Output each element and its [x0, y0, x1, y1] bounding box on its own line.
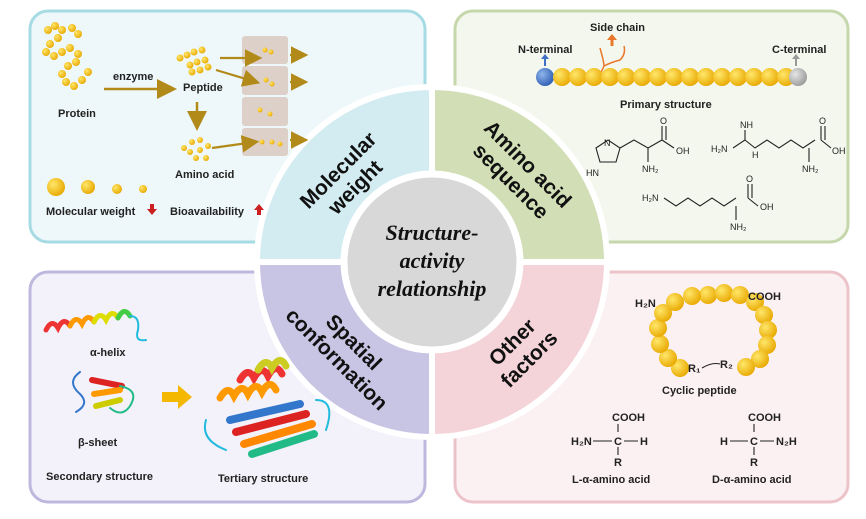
r2-label: R₂	[720, 359, 733, 371]
secondary-structure-label: Secondary structure	[46, 471, 153, 483]
chem-n: N	[604, 138, 611, 148]
amino-acid-label: Amino acid	[175, 169, 234, 181]
l-cooh: COOH	[612, 412, 645, 424]
amino-acid-icon	[181, 137, 211, 161]
chem-oh: OH	[676, 146, 690, 156]
chem-nh2: NH₂	[642, 164, 659, 174]
protein-icon	[42, 22, 92, 90]
molecular-weight-label: Molecular weight	[46, 206, 136, 218]
r1-label: R₁	[688, 363, 701, 375]
cyclic-cooh-label: COOH	[748, 291, 781, 303]
d-r: R	[750, 457, 758, 469]
bioavailability-label: Bioavailability	[170, 206, 245, 218]
center-title-line1: Structure-	[386, 220, 479, 245]
d-n2h: N₂H	[776, 436, 797, 448]
peptide-icon	[176, 46, 212, 76]
chem-o-3: O	[746, 174, 753, 184]
l-amino-acid-label: L-α-amino acid	[572, 474, 650, 486]
d-c: C	[750, 436, 758, 448]
alpha-helix-label: α-helix	[90, 347, 126, 359]
d-amino-acid-label: D-α-amino acid	[712, 474, 792, 486]
n-terminal-arrow-icon	[541, 54, 549, 66]
l-amino-acid-structure: COOH H₂N C H R	[571, 412, 648, 469]
c-terminal-arrow-icon	[792, 54, 800, 66]
n-terminal-label: N-terminal	[518, 44, 572, 56]
l-c: C	[614, 436, 622, 448]
chem-oh-2: OH	[832, 146, 846, 156]
beta-sheet-icon	[72, 371, 135, 414]
chem-hn: HN	[586, 168, 599, 178]
d-h: H	[720, 436, 728, 448]
up-arrow-icon	[254, 204, 264, 215]
absorption-arrows	[211, 46, 309, 153]
d-cooh: COOH	[748, 412, 781, 424]
chem-o: O	[660, 116, 667, 126]
side-chain-arrowhead	[607, 34, 617, 40]
r1-r2-bond	[701, 362, 721, 369]
chem-h2n: H₂N	[711, 144, 728, 154]
chem-h2n-2: H₂N	[642, 193, 659, 203]
chem-h: H	[752, 150, 759, 160]
histidine-structure: N HN O OH NH₂	[586, 116, 690, 178]
intestinal-cells	[242, 36, 288, 156]
side-chain-label: Side chain	[590, 22, 645, 34]
down-arrow-icon	[147, 204, 157, 215]
chem-oh-3: OH	[760, 202, 774, 212]
center-circle	[340, 170, 524, 354]
chem-nh2-3: NH₂	[730, 222, 747, 232]
tertiary-structure-label: Tertiary structure	[218, 473, 308, 485]
chem-nh: NH	[740, 120, 753, 130]
tertiary-structure-icon	[204, 357, 331, 458]
alpha-helix-icon	[43, 309, 147, 342]
peptide-label: Peptide	[183, 82, 223, 94]
beta-sheet-label: β-sheet	[78, 437, 117, 449]
cyclic-peptide-icon	[649, 284, 777, 377]
chem-o-2: O	[819, 116, 826, 126]
l-h: H	[640, 436, 648, 448]
amino-acid-chain	[536, 68, 807, 86]
l-r: R	[614, 457, 622, 469]
protein-label: Protein	[58, 108, 96, 120]
primary-structure-label: Primary structure	[620, 99, 712, 111]
lysine-structure: H₂N O OH NH₂	[642, 174, 774, 232]
cyclic-h2n-label: H₂N	[635, 298, 656, 310]
l-h2n: H₂N	[571, 436, 592, 448]
c-terminal-label: C-terminal	[772, 44, 826, 56]
arginine-structure: H₂N NH H O OH NH₂	[711, 116, 846, 174]
right-arrow-icon	[162, 385, 192, 409]
center-title-line3: relationship	[378, 276, 487, 301]
center-title-line2: activity	[400, 248, 465, 273]
cyclic-peptide-label: Cyclic peptide	[662, 385, 737, 397]
size-circles-icon	[47, 178, 147, 196]
chem-nh2-2: NH₂	[802, 164, 819, 174]
d-amino-acid-structure: COOH H C N₂H R	[720, 412, 797, 469]
enzyme-label: enzyme	[113, 71, 153, 83]
